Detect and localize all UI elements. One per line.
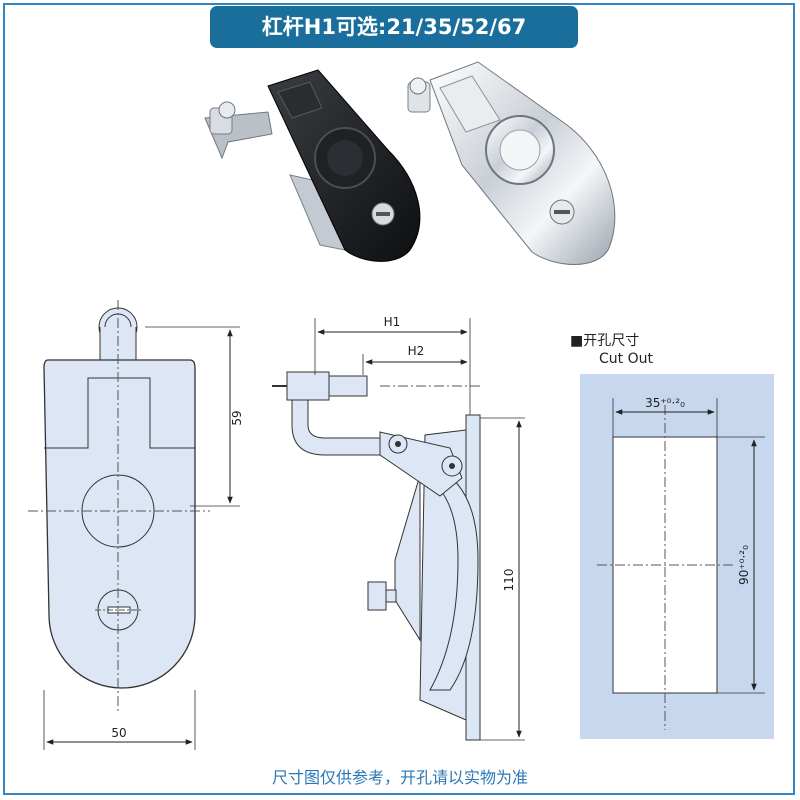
footer-note: 尺寸图仅供参考，开孔请以实物为准 [271,768,528,787]
h2-label: H2 [408,344,425,358]
cutout-width-label: 35⁺⁰·²₀ [645,396,685,410]
black-latch-photo [204,69,421,262]
front-dimensions [43,326,240,750]
side-view [272,371,481,741]
side-dimensions [314,318,525,741]
h1-label: H1 [384,315,401,329]
cutout-height-label: 90⁺⁰·²₀ [737,545,751,585]
title-banner: 杠杆H1可选:21/35/52/67 [210,6,578,48]
cutout-label-en: Cut Out [599,351,653,367]
front-view [28,300,210,712]
cutout-view [580,374,774,739]
border-frame [3,3,795,795]
chrome-latch-photo [407,61,616,265]
total-height-label: 110 [502,569,516,592]
front-width-label: 50 [111,726,126,740]
cutout-label-cn: ■开孔尺寸 [570,333,639,349]
front-height-label: 59 [230,410,244,425]
